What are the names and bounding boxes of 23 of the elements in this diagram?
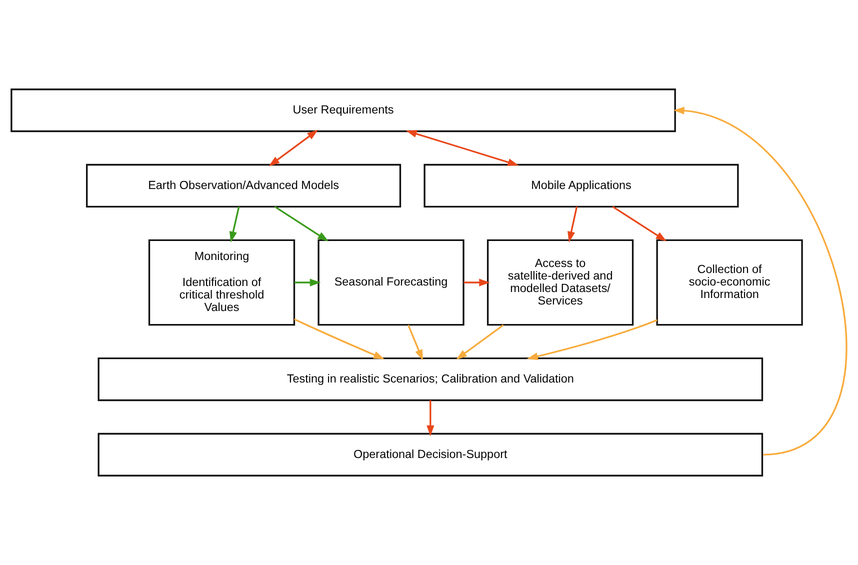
- arrow: [673, 106, 847, 456]
- arrow: [406, 130, 519, 166]
- arrow: [268, 130, 318, 166]
- arrow: [274, 206, 329, 242]
- arrow: [464, 278, 490, 286]
- node-box: User Requirements: [10, 88, 676, 132]
- arrow: [456, 324, 504, 360]
- arrow: [612, 206, 667, 242]
- node-box: Mobile Applications: [424, 164, 739, 208]
- arrow: [408, 324, 423, 360]
- arrow: [294, 278, 321, 286]
- node-box: Collection of socio-economic Information: [656, 239, 803, 326]
- node-box: Testing in realistic Scenarios; Calibration and Validation: [98, 358, 764, 402]
- arrow: [294, 318, 384, 360]
- node-box: Monitoring Identification of critical threshold Values: [148, 239, 296, 326]
- node-box: Earth Observation/Advanced Models: [86, 164, 402, 208]
- arrow: [526, 319, 658, 360]
- node-box: Operational Decision-Support: [98, 432, 764, 476]
- node-box: Access to satellite-derived and modelled Datasets/ Services: [486, 239, 634, 326]
- arrow: [568, 206, 578, 242]
- node-box: Seasonal Forecasting: [318, 239, 464, 326]
- arrow: [426, 400, 434, 436]
- arrow: [229, 206, 240, 242]
